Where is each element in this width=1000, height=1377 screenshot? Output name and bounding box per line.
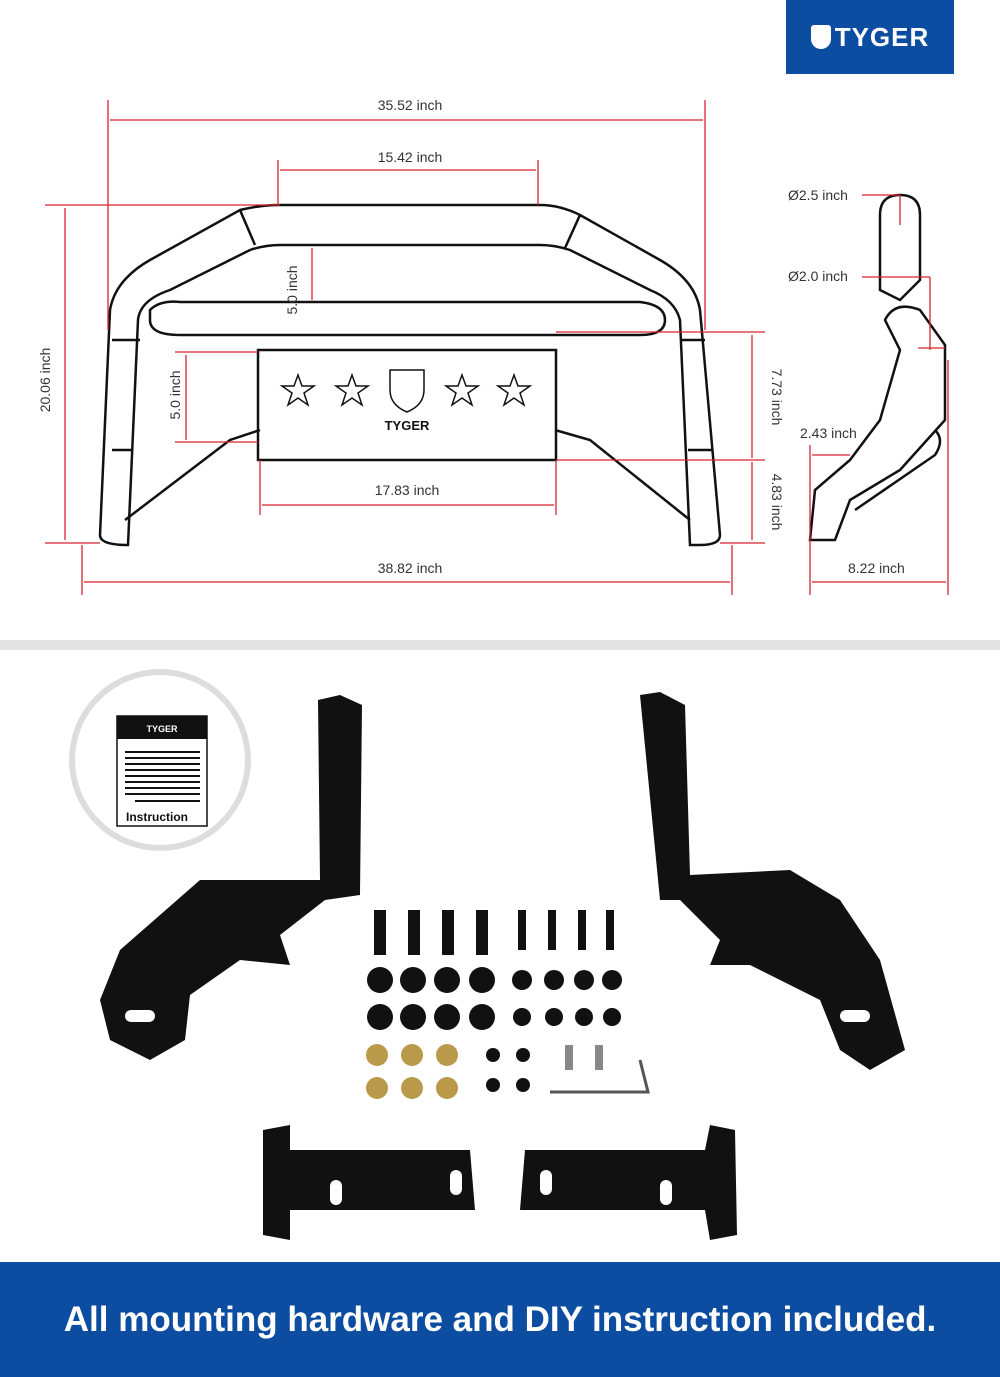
dim-depth: 8.22 inch xyxy=(848,560,905,576)
dim-bottom-height: 4.83 inch xyxy=(769,474,785,531)
bull-bar-front xyxy=(98,203,722,547)
dim-plate-height: 7.73 inch xyxy=(769,369,785,426)
dimension-diagram: TYGER 35.52 inch 15.42 inch 5.0 inch 20.… xyxy=(37,97,949,595)
instruction-lines xyxy=(125,751,200,802)
section-divider xyxy=(0,640,1000,650)
dim-upper-gap: 5.0 inch xyxy=(284,265,300,314)
hex-key-and-screws xyxy=(550,1045,650,1094)
star-icons xyxy=(279,369,533,413)
footer-banner: All mounting hardware and DIY instructio… xyxy=(0,1262,1000,1377)
flange-nuts xyxy=(366,1044,458,1099)
dim-top-inner-width: 15.42 inch xyxy=(378,149,443,165)
instruction-brand: TYGER xyxy=(146,724,178,734)
plate-brand: TYGER xyxy=(385,418,430,433)
dim-height: 20.06 inch xyxy=(37,348,53,413)
shield-icon xyxy=(810,25,831,49)
instruction-label: Instruction xyxy=(126,810,188,824)
mounting-brackets xyxy=(100,692,905,1240)
dim-bottom-width: 38.82 inch xyxy=(378,560,443,576)
dim-tube-large: Ø2.5 inch xyxy=(788,187,848,203)
brand-name: TYGER xyxy=(834,21,930,52)
washers xyxy=(367,967,622,1092)
hardware-kit: TYGER Instruction xyxy=(69,669,905,1240)
bracket-slots xyxy=(125,1010,870,1205)
dim-plate-gap: 5.0 inch xyxy=(167,370,183,419)
banner-text: All mounting hardware and DIY instructio… xyxy=(63,1299,937,1339)
brand-logo: TYGER xyxy=(786,0,954,74)
bull-bar-side xyxy=(808,193,947,542)
bolts xyxy=(374,910,614,955)
dim-side-offset: 2.43 inch xyxy=(800,425,857,441)
dim-plate-width: 17.83 inch xyxy=(375,482,440,498)
dim-top-width: 35.52 inch xyxy=(378,97,443,113)
dimension-lines xyxy=(45,100,949,595)
dim-tube-small: Ø2.0 inch xyxy=(788,268,848,284)
